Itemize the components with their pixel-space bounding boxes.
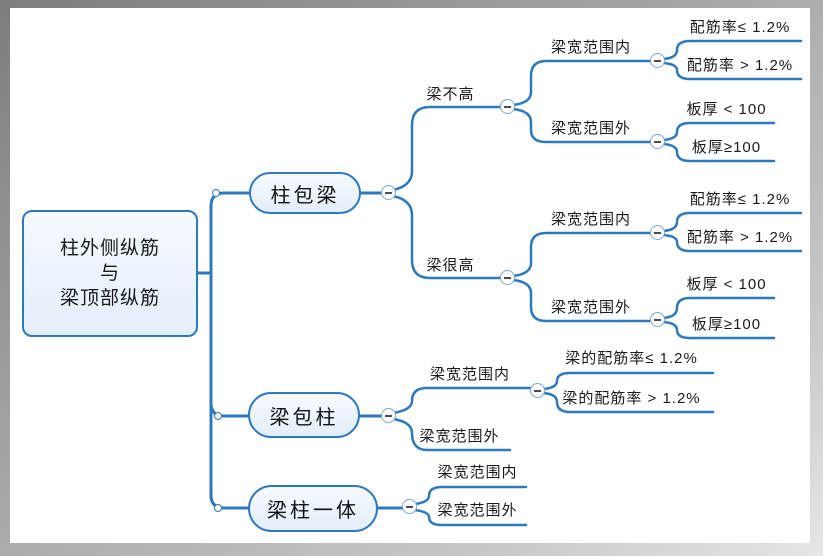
connector-line [661,211,803,233]
connector-line [413,508,528,527]
connector-line [661,296,776,320]
connector-line [209,191,251,510]
connector-line [661,61,803,81]
topic-beam-very-tall[interactable]: 梁很高 [426,257,475,274]
collapse-button[interactable] [381,185,396,200]
connector-line [511,231,653,278]
minus-icon [385,191,392,194]
minus-icon [654,140,661,143]
connector-line [511,278,653,323]
topic-column-covers-beam[interactable]: 柱包梁 [249,172,361,214]
topic-slab-lt-100-1[interactable]: 板厚 < 100 [686,101,767,118]
connector-line [511,59,653,107]
connector-line [541,371,715,391]
collapse-button[interactable] [650,134,665,149]
topic-outside-beam-width-3[interactable]: 梁宽范围外 [419,428,500,445]
connector-line [391,194,503,280]
topic-rebar-ratio-gt-1[interactable]: 配筋率 > 1.2% [686,57,794,74]
root-topic[interactable]: 柱外侧纵筋 与 梁顶部纵筋 [22,210,198,337]
topic-outside-beam-width-1[interactable]: 梁宽范围外 [550,120,631,137]
connector-line [661,121,776,142]
connector-line [661,39,803,61]
topic-rebar-ratio-le-2[interactable]: 配筋率≤ 1.2% [689,191,791,208]
connector-line [541,391,715,414]
topic-within-beam-width-4[interactable]: 梁宽范围内 [437,464,518,481]
topic-outside-beam-width-4[interactable]: 梁宽范围外 [437,502,518,519]
topic-slab-ge-100-1[interactable]: 板厚≥100 [691,139,762,156]
topic-within-beam-width-3[interactable]: 梁宽范围内 [429,366,510,383]
connector-line [413,485,528,506]
connector-line [661,320,776,340]
connector-line [391,105,503,192]
collapse-button[interactable] [650,53,665,68]
topic-outside-beam-width-2[interactable]: 梁宽范围外 [550,299,631,316]
collapse-button[interactable] [500,99,515,114]
minus-icon [385,414,392,417]
connector-line [391,386,533,415]
minus-icon [406,505,413,508]
topic-rebar-ratio-le-1[interactable]: 配筋率≤ 1.2% [689,19,791,36]
collapse-button[interactable] [402,499,417,514]
topic-rebar-ratio-gt-2[interactable]: 配筋率 > 1.2% [686,229,794,246]
junction-dot [214,504,222,512]
connector-line [661,233,803,253]
collapse-button[interactable] [650,312,665,327]
collapse-button[interactable] [381,408,396,423]
topic-beam-rebar-ratio-gt[interactable]: 梁的配筋率 > 1.2% [562,390,701,407]
topic-slab-lt-100-2[interactable]: 板厚 < 100 [686,276,767,293]
connector-line [661,142,776,163]
minus-icon [504,105,511,108]
topic-within-beam-width-2[interactable]: 梁宽范围内 [550,211,631,228]
collapse-button[interactable] [650,225,665,240]
collapse-button[interactable] [500,270,515,285]
minus-icon [654,318,661,321]
connector-line [511,107,653,144]
minus-icon [654,59,661,62]
minus-icon [534,389,541,392]
topic-within-beam-width-1[interactable]: 梁宽范围内 [550,39,631,56]
topic-beam-rebar-ratio-le[interactable]: 梁的配筋率≤ 1.2% [565,350,698,367]
minus-icon [654,231,661,234]
collapse-button[interactable] [530,383,545,398]
topic-beam-column-integrated[interactable]: 梁柱一体 [248,485,378,532]
connector-line [391,417,512,452]
junction-dot [212,189,220,197]
junction-dot [214,412,222,420]
topic-beam-not-tall[interactable]: 梁不高 [426,86,475,103]
topic-beam-covers-column[interactable]: 梁包柱 [248,392,360,438]
topic-slab-ge-100-2[interactable]: 板厚≥100 [691,316,762,333]
minus-icon [504,276,511,279]
